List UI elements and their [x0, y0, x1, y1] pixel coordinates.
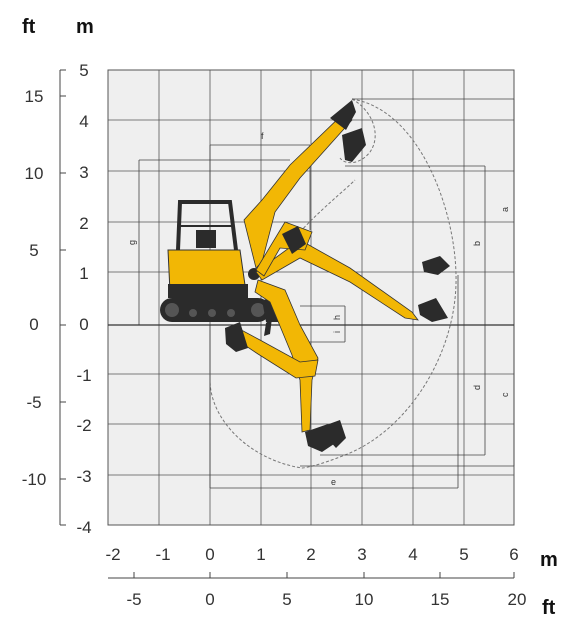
m-y-tick: -4	[76, 518, 91, 537]
dim-label-e: e	[331, 477, 336, 487]
buckets	[225, 100, 450, 452]
m-y-tick: 2	[79, 214, 88, 233]
dimension-lines	[108, 98, 515, 489]
ft-x-tick: 20	[508, 590, 527, 609]
ft-x-tick: 5	[282, 590, 291, 609]
m-y-tick: 1	[79, 264, 88, 283]
m-y-tick: -2	[76, 416, 91, 435]
dim-label-f: f	[261, 131, 264, 141]
ft-y-tick: -5	[26, 393, 41, 412]
dim-label-h: h	[332, 315, 342, 320]
m-x-tick: -1	[155, 545, 170, 564]
boom-arm-poses	[227, 111, 419, 433]
ft-x-tick: -5	[126, 590, 141, 609]
m-x-tick: 3	[357, 545, 366, 564]
m-x-axis: -2 -1 0 1 2 3 4 5 6	[105, 545, 518, 564]
ft-x-tick: 0	[205, 590, 214, 609]
m-y-axis: 5 4 3 2 1 0 -1 -2 -3 -4	[76, 61, 91, 537]
dim-label-g: g	[127, 240, 137, 245]
track	[160, 298, 270, 322]
dimension-labels: a b c d e f g h i	[127, 131, 510, 487]
ft-x-axis: -5 0 5 10 15 20	[108, 572, 526, 609]
dim-label-i: i	[332, 331, 342, 333]
ft-y-axis: 15 10 5 0 -5 -10	[22, 69, 66, 526]
m-x-tick: 6	[509, 545, 518, 564]
dim-label-b: b	[472, 241, 482, 246]
m-y-tick: 0	[79, 315, 88, 334]
ft-unit-label-top: ft	[22, 16, 36, 38]
m-y-tick: -1	[76, 366, 91, 385]
m-x-tick: 2	[306, 545, 315, 564]
dim-label-a: a	[500, 207, 510, 212]
digging-envelope	[209, 98, 457, 469]
ft-x-tick: 15	[431, 590, 450, 609]
m-x-tick: 4	[408, 545, 417, 564]
ft-unit-label-bottom: ft	[542, 597, 556, 619]
m-x-tick: -2	[105, 545, 120, 564]
m-x-tick: 5	[459, 545, 468, 564]
ft-y-tick: -10	[22, 470, 47, 489]
m-x-tick: 1	[256, 545, 265, 564]
ft-y-tick: 5	[29, 241, 38, 260]
dim-label-d: d	[472, 385, 482, 390]
ft-y-tick: 15	[25, 87, 44, 106]
m-unit-label-bottom: m	[540, 549, 558, 571]
m-unit-label-top: m	[76, 16, 94, 38]
m-y-tick: 3	[79, 163, 88, 182]
m-y-tick: 4	[79, 112, 88, 131]
m-y-tick: -3	[76, 467, 91, 486]
m-y-tick: 5	[79, 61, 88, 80]
m-x-tick: 0	[205, 545, 214, 564]
ft-y-tick: 10	[25, 164, 44, 183]
ft-y-tick: 0	[29, 315, 38, 334]
dim-label-c: c	[500, 392, 510, 397]
ft-x-tick: 10	[355, 590, 374, 609]
